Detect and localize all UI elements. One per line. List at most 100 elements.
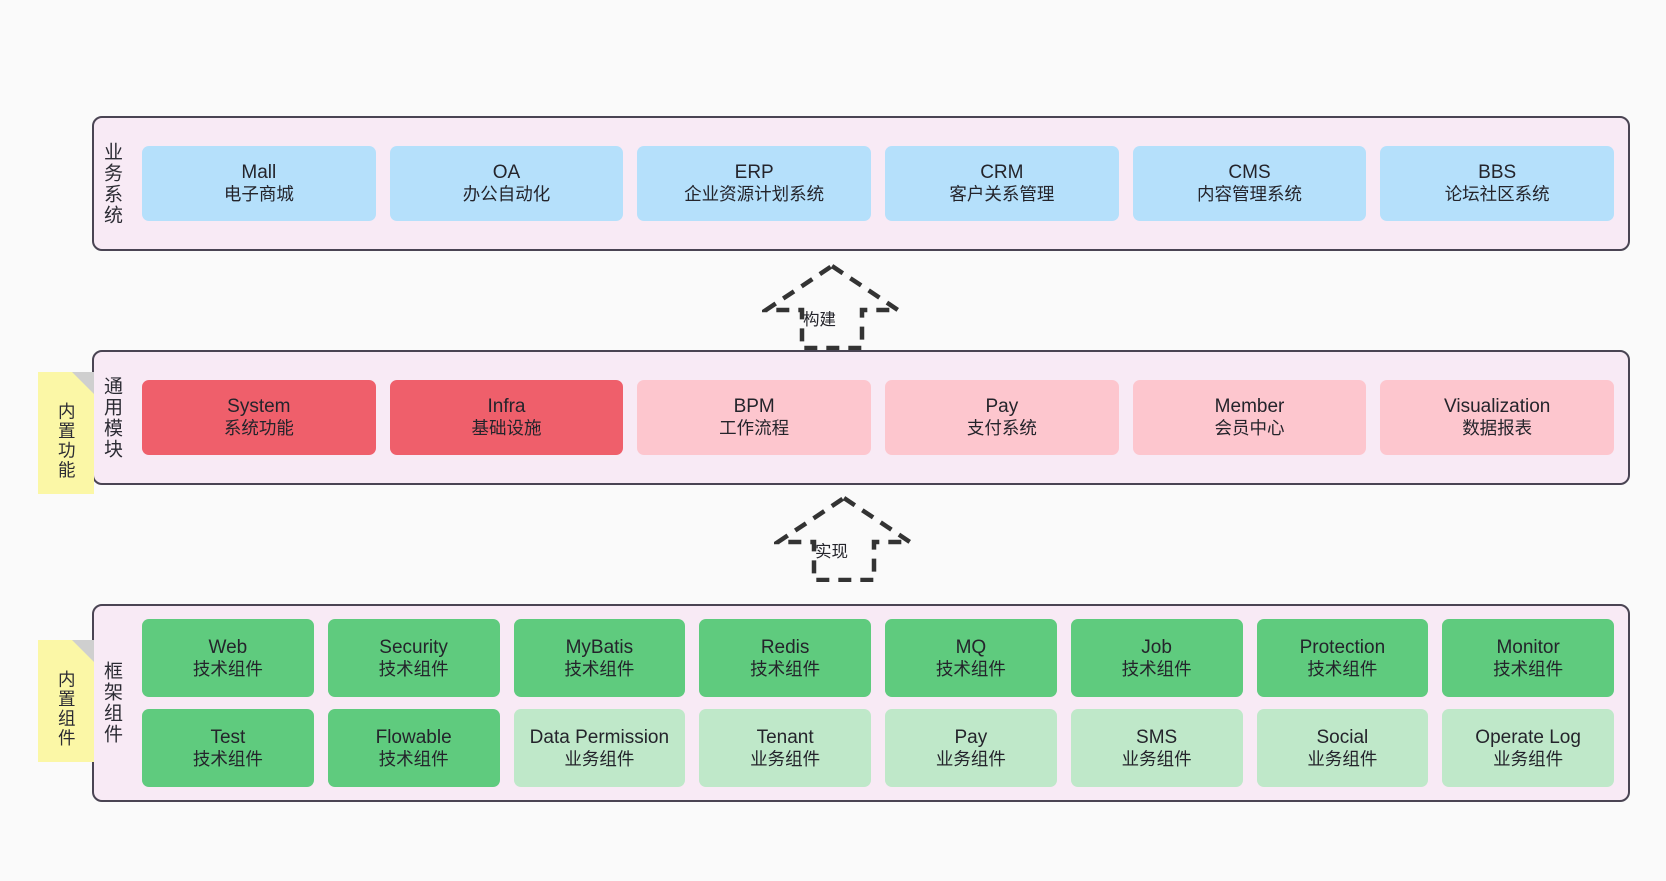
card-title: MyBatis bbox=[565, 636, 634, 658]
card-subtitle: 数据报表 bbox=[1462, 418, 1533, 439]
panel-title-common: 通用模块 bbox=[94, 352, 128, 483]
card-subtitle: 技术组件 bbox=[378, 748, 449, 769]
card-title: Visualization bbox=[1444, 396, 1551, 418]
card-title: CRM bbox=[980, 162, 1024, 184]
card-subtitle: 技术组件 bbox=[1121, 658, 1192, 679]
card-subtitle: 技术组件 bbox=[1307, 658, 1378, 679]
arrow-implement-label: 实现 bbox=[815, 543, 848, 561]
arrow-build: 构建 bbox=[762, 262, 902, 350]
card-title: MQ bbox=[955, 636, 987, 658]
card-title: Pay bbox=[954, 726, 988, 748]
card-title: BPM bbox=[733, 396, 775, 418]
card-subtitle: 技术组件 bbox=[192, 658, 263, 679]
card-subtitle: 论坛社区系统 bbox=[1444, 184, 1550, 205]
card-subtitle: 系统功能 bbox=[223, 418, 294, 439]
card-subtitle: 企业资源计划系统 bbox=[684, 184, 825, 205]
card-title: Data Permission bbox=[529, 726, 670, 748]
card-title: Security bbox=[379, 636, 448, 658]
arrow-build-glyph bbox=[762, 263, 902, 350]
card-subtitle: 技术组件 bbox=[935, 658, 1006, 679]
card-title: Web bbox=[208, 636, 248, 658]
card-title: Flowable bbox=[375, 726, 452, 748]
card-title: Social bbox=[1316, 726, 1369, 748]
arrow-implement-glyph bbox=[774, 495, 914, 582]
card-subtitle: 基础设施 bbox=[471, 418, 542, 439]
card-title: SMS bbox=[1136, 726, 1178, 748]
panel-title-framework-label: 框架组件 bbox=[100, 661, 122, 745]
card-title: Mall bbox=[241, 162, 277, 184]
card-title: Pay bbox=[985, 396, 1019, 418]
card-title: OA bbox=[492, 162, 521, 184]
card-subtitle: 电子商城 bbox=[223, 184, 294, 205]
card-subtitle: 业务组件 bbox=[564, 748, 635, 769]
arrow-build-label: 构建 bbox=[803, 311, 836, 329]
card-subtitle: 会员中心 bbox=[1214, 418, 1285, 439]
sticky-note-builtin-components: 内置组件 bbox=[38, 640, 94, 762]
card-subtitle: 技术组件 bbox=[192, 748, 263, 769]
card-subtitle: 业务组件 bbox=[1493, 748, 1564, 769]
card-title: Redis bbox=[760, 636, 810, 658]
card-subtitle: 办公自动化 bbox=[462, 184, 551, 205]
sticky-note-builtin-components-label: 内置组件 bbox=[56, 670, 77, 748]
card-title: Test bbox=[210, 726, 246, 748]
card-subtitle: 内容管理系统 bbox=[1197, 184, 1303, 205]
sticky-note-builtin-features-label: 内置功能 bbox=[56, 402, 77, 480]
card-subtitle: 客户关系管理 bbox=[949, 184, 1055, 205]
card-title: Job bbox=[1141, 636, 1172, 658]
card-title: CMS bbox=[1228, 162, 1271, 184]
card-subtitle: 业务组件 bbox=[1121, 748, 1192, 769]
card-subtitle: 技术组件 bbox=[564, 658, 635, 679]
card-subtitle: 工作流程 bbox=[719, 418, 790, 439]
page-fold-icon bbox=[72, 640, 94, 662]
card-title: ERP bbox=[734, 162, 774, 184]
panel-title-business: 业务系统 bbox=[94, 118, 128, 249]
arrow-implement: 实现 bbox=[774, 494, 914, 582]
card-subtitle: 技术组件 bbox=[1493, 658, 1564, 679]
card-subtitle: 技术组件 bbox=[378, 658, 449, 679]
card-title: System bbox=[227, 396, 291, 418]
card-title: Tenant bbox=[756, 726, 814, 748]
panel-title-business-label: 业务系统 bbox=[100, 141, 122, 226]
panel-title-common-label: 通用模块 bbox=[100, 375, 122, 460]
card-subtitle: 业务组件 bbox=[750, 748, 821, 769]
card-title: BBS bbox=[1478, 162, 1517, 184]
card-subtitle: 业务组件 bbox=[935, 748, 1006, 769]
card-title: Member bbox=[1214, 396, 1285, 418]
